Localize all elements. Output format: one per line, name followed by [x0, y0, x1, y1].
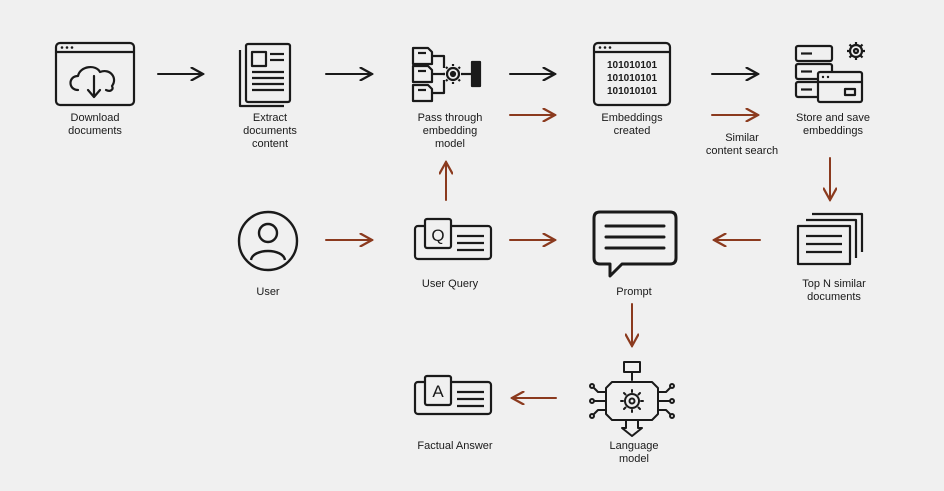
query-letter: Q	[431, 226, 444, 245]
label-embeddings-created: Embeddings created	[601, 112, 663, 137]
label-language-model: Language model	[609, 440, 659, 465]
document-icon	[238, 42, 292, 108]
label-pass-through: Pass through embedding model	[417, 112, 483, 150]
label-prompt: Prompt	[616, 286, 652, 298]
label-user-query: User Query	[421, 278, 479, 290]
binary-row-3: 101010101	[607, 86, 657, 97]
user-icon	[237, 210, 299, 272]
binary-window-icon: 101010101 101010101 101010101	[592, 41, 672, 107]
query-card-icon: Q	[413, 217, 493, 261]
label-user: User	[256, 286, 280, 298]
embedding-model-icon	[411, 46, 482, 103]
speech-bubble-icon	[592, 210, 678, 278]
server-gear-icon	[794, 42, 865, 104]
label-download-documents: Download documents	[68, 112, 122, 137]
label-store-embeddings: Store and save embeddings	[796, 112, 870, 137]
binary-row-1: 101010101	[607, 60, 657, 71]
cloud-download-window-icon	[54, 41, 136, 107]
label-extract-documents: Extract documents content	[243, 112, 297, 150]
answer-letter: A	[432, 382, 444, 401]
label-factual-answer: Factual Answer	[417, 440, 493, 452]
label-top-n-similar: Top N similar documents	[802, 278, 866, 303]
stacked-documents-icon	[796, 212, 864, 266]
binary-row-2: 101010101	[607, 73, 657, 84]
answer-card-icon: A	[413, 374, 493, 416]
chip-gear-icon	[589, 361, 675, 437]
label-similar-content-search: Similar content search	[705, 132, 779, 157]
